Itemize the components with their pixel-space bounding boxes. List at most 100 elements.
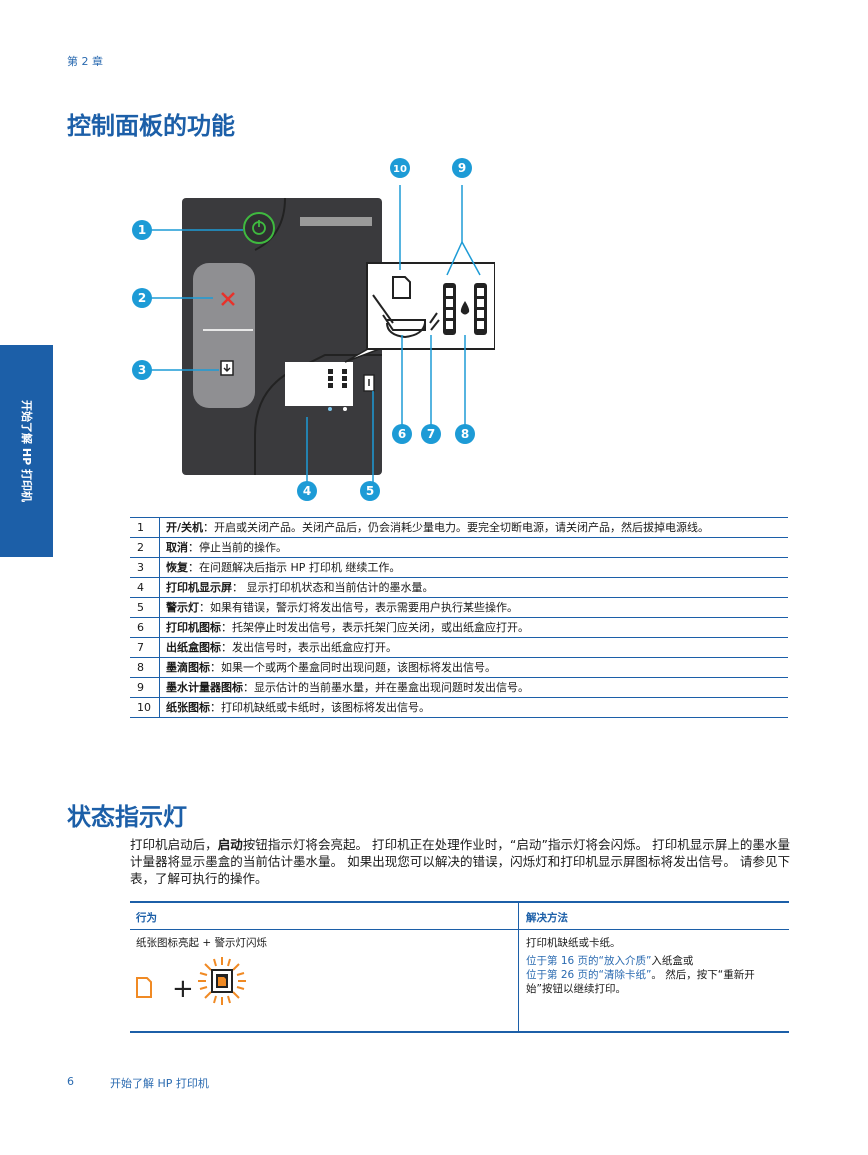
warning-light-blinking-icon: [198, 957, 246, 1005]
feature-term: 警示灯: [166, 601, 199, 614]
plus-sign: +: [172, 974, 194, 1004]
feature-number: 2: [130, 537, 160, 558]
printer-display: [285, 362, 353, 406]
status-table-header: [130, 903, 789, 930]
svg-text:4: 4: [303, 484, 311, 498]
section-title-control-panel: 控制面板的功能: [67, 112, 235, 140]
feature-number: 4: [130, 577, 160, 598]
feature-term: 墨滴图标: [166, 661, 210, 674]
callout-7: 7: [421, 424, 441, 444]
feature-description: 警示灯：如果有错误，警示灯将发出信号，表示需要用户执行某些操作。: [159, 597, 788, 618]
callout-1: 1: [132, 220, 152, 240]
feature-number: 9: [130, 677, 160, 698]
feature-number: 1: [130, 517, 160, 538]
side-tab: 开始了解 HP 打印机: [0, 345, 53, 557]
col-header-behavior: 行为: [136, 912, 157, 924]
feature-text: ：如果有错误，警示灯将发出信号，表示需要用户执行某些操作。: [199, 601, 518, 614]
panel-top-curve: [254, 197, 286, 251]
feature-term: 打印机显示屏: [166, 581, 232, 594]
svg-text:1: 1: [138, 223, 146, 237]
footer-title: 开始了解 HP 打印机: [110, 1077, 209, 1090]
svg-text:2: 2: [138, 291, 146, 305]
callout-2: 2: [132, 288, 152, 308]
feature-term: 墨水计量器图标: [166, 681, 243, 694]
feature-number: 7: [130, 637, 160, 658]
control-panel-diagram: 1 2 3 4 5 6 7 8 9 10: [132, 158, 495, 501]
panel-display-strip: [300, 217, 372, 226]
feature-text: ：如果一个或两个墨盒同时出现问题，该图标将发出信号。: [210, 661, 496, 674]
feature-description: 墨滴图标：如果一个或两个墨盒同时出现问题，该图标将发出信号。: [159, 657, 788, 678]
feature-text: ： 显示打印机状态和当前估计的墨水量。: [232, 581, 434, 594]
link-load-media[interactable]: 位于第 16 页的“放入介质”: [526, 955, 652, 967]
paper-icon: [392, 276, 411, 299]
col-header-solution: 解决方法: [526, 912, 568, 924]
feature-description: 取消：停止当前的操作。: [159, 537, 788, 558]
status-table: 行为 解决方法 纸张图标亮起 + 警示灯闪烁 + 打印机缺纸或卡纸。 位于第 1…: [130, 901, 789, 1033]
page-number: 6: [67, 1075, 74, 1088]
paper-plus-warning-illustration: +: [136, 957, 246, 1005]
feature-text: ：停止当前的操作。: [188, 541, 287, 554]
paper-icon-orange: [136, 977, 152, 998]
cancel-x-icon[interactable]: [221, 292, 235, 306]
feature-description: 墨水计量器图标：显示估计的当前墨水量，并在墨盒出现问题时发出信号。: [159, 677, 788, 698]
svg-text:10: 10: [393, 164, 407, 175]
power-button[interactable]: [243, 212, 275, 244]
status-intro-paragraph: 打印机启动后，启动按钮指示灯将会亮起。 打印机正在处理作业时，“启动”指示灯将会…: [130, 837, 790, 886]
svg-text:8: 8: [461, 427, 469, 441]
callout-4: 4: [297, 481, 317, 501]
feature-number: 5: [130, 597, 160, 618]
feature-term: 开/关机: [166, 521, 204, 534]
panel-inner-curve: [254, 354, 382, 475]
feature-number: 8: [130, 657, 160, 678]
small-ink-gauge: [328, 369, 347, 388]
feature-description: 纸张图标：打印机缺纸或卡纸时，该图标将发出信号。: [159, 697, 788, 718]
feature-text: ：托架停止时发出信号，表示托架门应关闭，或出纸盒应打开。: [221, 621, 529, 634]
svg-text:7: 7: [427, 427, 435, 441]
feature-description: 打印机图标：托架停止时发出信号，表示托架门应关闭，或出纸盒应打开。: [159, 617, 788, 638]
feature-number: 10: [130, 697, 160, 718]
warning-light-icon: [363, 374, 375, 392]
feature-text: ：打印机缺纸或卡纸时，该图标将发出信号。: [210, 701, 430, 714]
link-clear-jam[interactable]: 位于第 26 页的“清除卡纸”: [526, 969, 652, 981]
callout-6: 6: [392, 424, 412, 444]
callout-10: 10: [390, 158, 410, 178]
feature-number: 6: [130, 617, 160, 638]
feature-term: 出纸盒图标: [166, 641, 221, 654]
feature-term: 恢复: [166, 561, 188, 574]
feature-text: ：开启或关闭产品。关闭产品后，仍会消耗少量电力。要完全切断电源，请关闭产品，然后…: [203, 521, 710, 534]
feature-number: 3: [130, 557, 160, 578]
zoom-display: [366, 262, 495, 350]
svg-text:9: 9: [458, 161, 466, 175]
ink-drop-icon: [460, 301, 470, 315]
feature-term: 打印机图标: [166, 621, 221, 634]
feature-text: ：在问题解决后指示 HP 打印机 继续工作。: [188, 561, 401, 574]
svg-text:3: 3: [138, 363, 146, 377]
feature-term: 纸张图标: [166, 701, 210, 714]
chapter-label: 第 2 章: [67, 55, 103, 68]
side-tab-label: 开始了解 HP 打印机: [19, 400, 33, 502]
button-area: [193, 263, 255, 408]
feature-row: 3 恢复：在问题解决后指示 HP 打印机 继续工作。: [130, 557, 788, 578]
resume-button[interactable]: [220, 360, 234, 376]
printer-tray-icon: [372, 294, 440, 339]
callout-9: 9: [452, 158, 472, 178]
row1-solution-details: 位于第 16 页的“放入介质”入纸盒或 位于第 26 页的“清除卡纸”。 然后，…: [526, 955, 755, 995]
feature-description: 打印机显示屏： 显示打印机状态和当前估计的墨水量。: [159, 577, 788, 598]
callout-3: 3: [132, 360, 152, 380]
feature-description: 开/关机：开启或关闭产品。关闭产品后，仍会消耗少量电力。要完全切断电源，请关闭产…: [159, 517, 788, 538]
svg-text:5: 5: [366, 484, 374, 498]
callout-8: 8: [455, 424, 475, 444]
row1-behavior: 纸张图标亮起 + 警示灯闪烁: [136, 937, 267, 949]
callout-5: 5: [360, 481, 380, 501]
feature-term: 取消: [166, 541, 188, 554]
